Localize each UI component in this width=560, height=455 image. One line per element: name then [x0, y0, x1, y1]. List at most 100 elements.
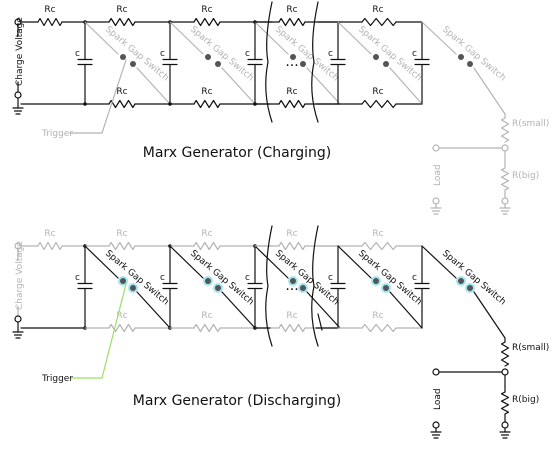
- load-label: Load: [433, 164, 443, 186]
- spark-gap-lead: [84, 21, 119, 55]
- r-small-label: R(small): [512, 343, 549, 353]
- capacitor-label: c: [160, 49, 165, 59]
- trigger-wire: [69, 59, 127, 134]
- spark-gap-electrode: [215, 285, 221, 291]
- spark-gap-lead: [473, 291, 506, 339]
- resistor-symbol: [500, 167, 510, 191]
- capacitor-label: c: [328, 273, 333, 283]
- resistor-label: Rc: [286, 311, 297, 321]
- terminal-node: [501, 144, 509, 152]
- spark-gap-electrode: [120, 54, 126, 60]
- capacitor-label: c: [245, 273, 250, 283]
- terminal-node: [501, 368, 509, 376]
- spark-gap-lead: [389, 67, 423, 105]
- resistor-symbol: [108, 323, 136, 333]
- resistor-label: Rc: [286, 87, 297, 97]
- spark-gap-electrode: [290, 54, 296, 60]
- break-line-right: [311, 225, 319, 347]
- spark-gap-lead: [136, 67, 171, 105]
- resistor-label: Rc: [286, 229, 297, 239]
- spark-gap-lead: [337, 21, 372, 55]
- terminal-node: [14, 315, 22, 323]
- spark-gap-lead: [337, 245, 372, 279]
- resistor-symbol: [278, 323, 306, 333]
- diagram-title: Marx Generator (Charging): [143, 145, 332, 161]
- resistor-label: Rc: [201, 5, 212, 15]
- spark-gap-lead: [136, 291, 171, 329]
- spark-gap-electrode: [458, 54, 464, 60]
- capacitor-label: c: [75, 273, 80, 283]
- spark-gap-label: Spark Gap Switch: [440, 25, 507, 84]
- resistor-symbol: [361, 241, 397, 251]
- spark-gap-lead: [221, 291, 256, 329]
- terminal-node: [432, 144, 440, 152]
- spark-gap-electrode: [205, 54, 211, 60]
- spark-gap-electrode: [300, 61, 306, 67]
- spark-gap-electrode: [205, 278, 211, 284]
- capacitor-label: c: [412, 49, 417, 59]
- capacitor-label: c: [328, 49, 333, 59]
- terminal-node: [432, 421, 440, 429]
- terminal-node: [501, 421, 509, 429]
- wire: [317, 313, 323, 331]
- resistor-label: Rc: [116, 5, 127, 15]
- stage: c Spark Gap Switch: [412, 21, 507, 115]
- resistor-label: Rc: [286, 5, 297, 15]
- break-line-right: [311, 1, 319, 123]
- resistor-symbol: [193, 17, 221, 27]
- charge-voltage-label: Charge Voltage: [15, 17, 25, 86]
- spark-gap-electrode: [130, 61, 136, 67]
- spark-gap-lead: [421, 21, 457, 55]
- resistor-label: Rc: [372, 87, 383, 97]
- spark-gap-lead: [389, 291, 423, 329]
- r-big-label: R(big): [512, 395, 539, 405]
- spark-gap-electrode: [467, 61, 473, 67]
- resistor-symbol: [278, 17, 306, 27]
- resistor-symbol: [193, 323, 221, 333]
- output-network: R(small) R(big) Load: [430, 337, 549, 439]
- ellipsis: ...: [285, 54, 298, 70]
- trigger-label: Trigger: [41, 374, 73, 384]
- spark-gap-lead: [254, 245, 289, 279]
- capacitor-label: c: [160, 273, 165, 283]
- resistor-symbol: [500, 117, 510, 143]
- spark-gap-electrode: [373, 278, 379, 284]
- resistor-symbol: [108, 17, 136, 27]
- spark-gap-electrode: [290, 278, 296, 284]
- resistor-label: Rc: [116, 87, 127, 97]
- spark-gap-lead: [473, 67, 506, 115]
- r-small-label: R(small): [512, 119, 549, 129]
- spark-gap-electrode: [467, 285, 473, 291]
- resistor-label: Rc: [372, 229, 383, 239]
- output-network: R(small)R(big)Load: [430, 113, 549, 215]
- terminal-node: [501, 197, 509, 205]
- trigger-label: Trigger: [41, 129, 73, 139]
- terminal-node: [14, 91, 22, 99]
- capacitor-label: c: [245, 49, 250, 59]
- spark-gap-electrode: [383, 61, 389, 67]
- ellipsis: ...: [285, 278, 298, 294]
- spark-gap-lead: [221, 67, 256, 105]
- load-label: Load: [433, 388, 443, 410]
- spark-gap-electrode: [383, 285, 389, 291]
- resistor-symbol: [361, 323, 397, 333]
- spark-gap-electrode: [215, 61, 221, 67]
- resistor-symbol: [37, 241, 63, 251]
- terminal-node: [432, 368, 440, 376]
- resistor-symbol: [500, 391, 510, 415]
- trigger-line: Trigger: [41, 283, 127, 384]
- trigger-wire: [69, 283, 127, 379]
- spark-gap-electrode: [130, 285, 136, 291]
- resistor-symbol: [361, 99, 397, 109]
- spark-gap-label: Spark Gap Switch: [440, 249, 507, 308]
- charge-voltage-source: Charge Voltage: [12, 241, 25, 339]
- capacitor-label: c: [75, 49, 80, 59]
- spark-gap-lead: [169, 21, 204, 55]
